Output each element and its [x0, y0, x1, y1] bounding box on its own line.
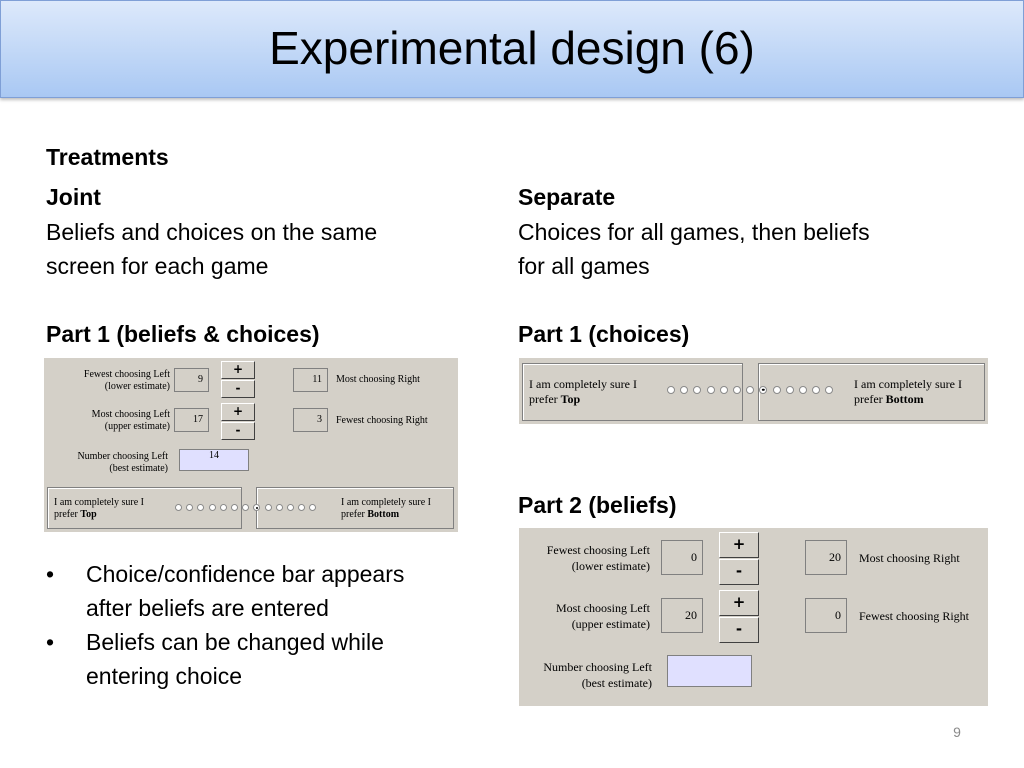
fewest-right-label: Fewest choosing Right [859, 609, 969, 623]
most-left-plus-button[interactable]: + [221, 403, 255, 421]
confidence-radio[interactable] [693, 386, 702, 394]
most-right-label: Most choosing Right [859, 551, 960, 565]
confidence-radio[interactable] [825, 386, 834, 394]
confidence-radio[interactable] [772, 386, 781, 394]
fewest-left-value[interactable]: 0 [661, 540, 703, 575]
confidence-radio[interactable] [785, 386, 794, 394]
fewest-left-label: Fewest choosing Left(lower estimate) [83, 369, 170, 392]
fewest-left-value[interactable]: 9 [174, 368, 209, 392]
confidence-radio[interactable] [746, 386, 755, 394]
sure-top-label: I am completely sure I prefer Top [54, 497, 144, 520]
sure-bottom-label: I am completely sure I prefer Bottom [854, 377, 962, 406]
separate-desc-line2: for all games [518, 253, 650, 279]
beliefs-screen-panel: Fewest choosing Left(lower estimate) 0 +… [519, 528, 988, 706]
joint-heading: Joint [46, 184, 101, 210]
confidence-radio[interactable] [759, 386, 768, 394]
treatments-heading: Treatments [46, 144, 169, 170]
fewest-left-minus-button[interactable]: - [719, 559, 759, 585]
sure-top-label: I am completely sure I prefer Top [529, 377, 637, 406]
most-left-value[interactable]: 20 [661, 598, 703, 633]
fewest-right-value: 3 [293, 408, 328, 432]
confidence-radio[interactable] [812, 386, 821, 394]
confidence-radio[interactable] [275, 504, 283, 511]
confidence-radio[interactable] [799, 386, 807, 394]
confidence-radio[interactable] [298, 504, 306, 511]
most-left-label: Most choosing Left(upper estimate) [556, 601, 650, 631]
joint-part1-heading: Part 1 (beliefs & choices) [46, 321, 320, 347]
confidence-radio[interactable] [309, 504, 317, 511]
most-right-value: 11 [293, 368, 328, 392]
confidence-radio[interactable] [706, 386, 715, 394]
choice-frame-top [522, 363, 743, 421]
most-left-plus-button[interactable]: + [719, 590, 759, 616]
joint-screen-panel: Fewest choosing Left(lower estimate) 9 +… [44, 358, 458, 532]
sure-bottom-label: I am completely sure I prefer Bottom [341, 497, 431, 520]
separate-part2-heading: Part 2 (beliefs) [518, 492, 677, 518]
number-left-label: Number choosing Left(best estimate) [77, 451, 168, 474]
fewest-right-value: 0 [805, 598, 847, 633]
confidence-radio[interactable] [186, 504, 194, 511]
confidence-radio[interactable] [231, 504, 238, 511]
best-estimate-input[interactable]: 14 [179, 449, 249, 471]
most-right-value: 20 [805, 540, 847, 575]
joint-desc-line1: Beliefs and choices on the same [46, 219, 378, 245]
confidence-radio[interactable] [287, 504, 294, 511]
most-left-label: Most choosing Left(upper estimate) [91, 409, 170, 432]
confidence-radio[interactable] [197, 504, 205, 511]
fewest-left-plus-button[interactable]: + [221, 361, 255, 379]
choice-frame-top [47, 487, 242, 529]
confidence-radio[interactable] [719, 386, 728, 394]
confidence-radio[interactable] [253, 504, 261, 511]
best-estimate-input[interactable] [667, 655, 752, 687]
confidence-radio[interactable] [733, 386, 741, 394]
slide-title: Experimental design (6) [269, 22, 755, 74]
title-bar [0, 0, 1024, 98]
confidence-radio[interactable] [667, 386, 675, 394]
choice-frame-bottom [758, 363, 985, 421]
most-left-minus-button[interactable]: - [719, 617, 759, 643]
separate-heading: Separate [518, 184, 616, 210]
confidence-radio[interactable] [264, 504, 272, 511]
fewest-left-minus-button[interactable]: - [221, 380, 255, 398]
fewest-right-label: Fewest choosing Right [336, 415, 428, 426]
separate-part1-heading: Part 1 (choices) [518, 321, 690, 347]
joint-desc-line2: screen for each game [46, 253, 269, 279]
confidence-radio[interactable] [680, 386, 689, 394]
confidence-radio[interactable] [208, 504, 216, 511]
confidence-radio[interactable] [175, 504, 182, 511]
page-number: 9 [953, 724, 961, 740]
separate-desc-line1: Choices for all games, then beliefs [518, 219, 870, 245]
fewest-left-label: Fewest choosing Left(lower estimate) [546, 543, 650, 573]
confidence-radio[interactable] [219, 504, 227, 511]
number-left-label: Number choosing Left(best estimate) [543, 660, 652, 690]
most-left-minus-button[interactable]: - [221, 422, 255, 440]
choice-screen-panel: I am completely sure I prefer Top I am c… [519, 358, 988, 424]
fewest-left-plus-button[interactable]: + [719, 532, 759, 558]
most-left-value[interactable]: 17 [174, 408, 209, 432]
most-right-label: Most choosing Right [336, 374, 420, 385]
confidence-radio[interactable] [242, 504, 250, 511]
